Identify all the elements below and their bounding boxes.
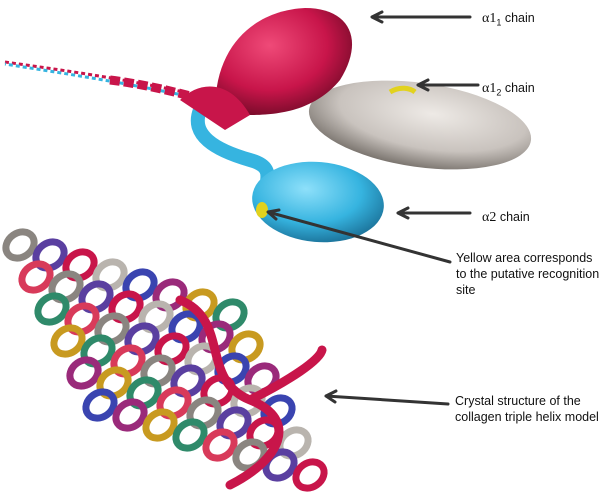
recognition-site [256, 202, 268, 218]
helix-coil [82, 388, 118, 422]
helix-coil [292, 458, 328, 492]
label-line: site [456, 283, 476, 297]
alpha2-domain [252, 161, 384, 243]
collagen-crystal-helix [2, 228, 328, 492]
label-line: to the putative recognition [456, 267, 600, 281]
helix-coil [50, 324, 86, 358]
arrows [266, 10, 480, 406]
label-crystal-structure: Crystal structure of the collagen triple… [455, 393, 599, 425]
label-line: collagen triple helix model [455, 410, 599, 424]
helix-coil [18, 260, 54, 294]
label-alpha2-chain: α2 chain [482, 210, 530, 225]
helix-strand [175, 295, 327, 490]
alpha1-1-domain [215, 8, 353, 115]
helix-coil [142, 408, 178, 442]
label-recognition-site: Yellow area corresponds to the putative … [456, 250, 599, 298]
label-line: Yellow area corresponds [456, 251, 593, 265]
helix-coil [34, 292, 70, 326]
label-alpha1-1-chain: α11 chain [482, 11, 535, 28]
alpha1-2-domain [308, 80, 532, 170]
helix-coil [202, 428, 238, 462]
label-line: Crystal structure of the [455, 394, 581, 408]
helix-coil [172, 418, 208, 452]
helix-coil [112, 398, 148, 432]
helix-coil [2, 228, 38, 262]
helix-coil [66, 356, 102, 390]
label-alpha1-2-chain: α12 chain [482, 81, 535, 98]
